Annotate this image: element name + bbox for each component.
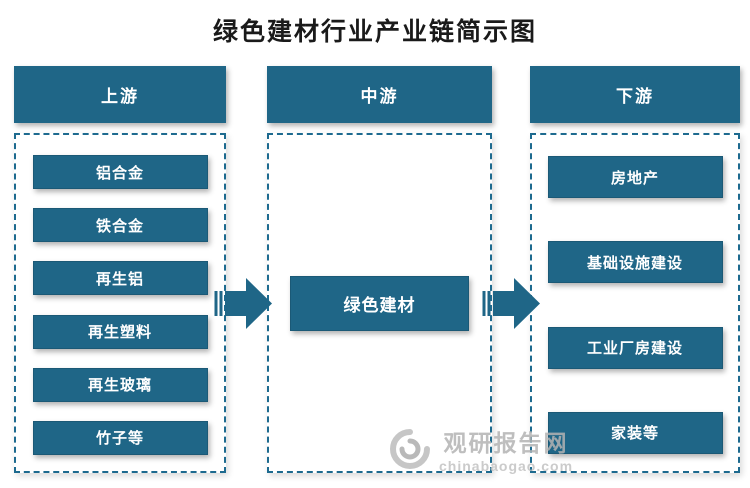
diagram-title: 绿色建材行业产业链简示图 [212, 19, 537, 46]
downstream-item-real-estate: 房地产 [547, 156, 723, 198]
upstream-item-aluminum-alloy: 铝合金 [32, 155, 208, 189]
column-downstream: 下游 房地产 基础设施建设 工业厂房建设 家装等 [530, 66, 740, 473]
midstream-panel: 绿色建材 [267, 133, 492, 473]
column-upstream: 上游 铝合金 铁合金 再生铝 再生塑料 再生玻璃 竹子等 [14, 66, 226, 473]
column-midstream: 中游 绿色建材 [267, 66, 492, 473]
swirl-logo-icon [390, 429, 430, 469]
watermark-site-url: chinabaogao.com [439, 458, 574, 474]
upstream-item-recycled-aluminum: 再生铝 [32, 261, 208, 296]
upstream-item-iron-alloy: 铁合金 [32, 208, 208, 243]
striped-right-arrow-icon [482, 278, 540, 329]
watermark-site-name: 观研报告网 [443, 430, 569, 456]
upstream-item-recycled-glass: 再生玻璃 [32, 367, 208, 402]
upstream-item-bamboo: 竹子等 [32, 420, 208, 455]
striped-right-arrow-icon [214, 278, 272, 329]
midstream-header: 中游 [267, 66, 492, 123]
midstream-item-green-building-materials: 绿色建材 [290, 275, 469, 331]
downstream-item-infrastructure: 基础设施建设 [547, 241, 723, 284]
upstream-item-recycled-plastic: 再生塑料 [32, 314, 208, 349]
watermark-texts: 观研报告网 chinabaogao.com [439, 424, 573, 474]
downstream-item-industrial-plant: 工业厂房建设 [547, 326, 723, 369]
downstream-header: 下游 [530, 66, 740, 123]
upstream-panel: 铝合金 铁合金 再生铝 再生塑料 再生玻璃 竹子等 [14, 133, 226, 473]
downstream-item-home-decoration: 家装等 [547, 411, 723, 454]
watermark: 观研报告网 chinabaogao.com [383, 424, 573, 474]
downstream-panel: 房地产 基础设施建设 工业厂房建设 家装等 [530, 133, 740, 473]
upstream-header: 上游 [14, 66, 226, 123]
